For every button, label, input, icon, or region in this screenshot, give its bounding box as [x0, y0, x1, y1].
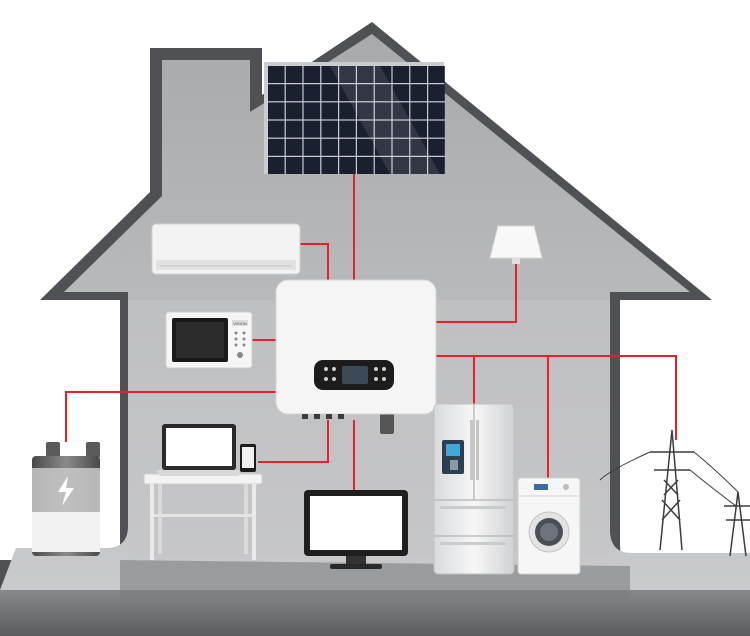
monitor-icon	[304, 490, 408, 569]
solar-cell	[303, 84, 321, 102]
solar-cell	[321, 66, 338, 83]
solar-cell	[339, 120, 356, 138]
solar-cell	[392, 84, 410, 102]
solar-cell	[339, 138, 356, 156]
solar-cell	[428, 157, 445, 174]
wire-laptop	[258, 420, 329, 463]
phone-icon	[240, 444, 256, 472]
solar-cell	[303, 157, 321, 174]
panel-glare	[330, 66, 440, 174]
solar-cell	[410, 138, 427, 156]
solar-cell	[374, 102, 392, 120]
solar-cell	[374, 157, 392, 174]
inverter-icon	[275, 279, 437, 434]
solar-cell	[339, 66, 356, 83]
solar-cell	[410, 84, 427, 102]
solar-cell	[285, 120, 303, 138]
solar-cell	[321, 102, 338, 120]
battery-icon	[32, 442, 100, 556]
solar-cell	[268, 102, 285, 120]
solar-cell	[268, 66, 285, 83]
power-pylon-icon	[599, 429, 750, 557]
solar-cell	[357, 102, 374, 120]
solar-cell	[392, 157, 410, 174]
solar-cell	[339, 84, 356, 102]
solar-cell	[428, 84, 445, 102]
solar-cell	[321, 84, 338, 102]
solar-cell	[392, 102, 410, 120]
solar-cell	[357, 120, 374, 138]
solar-cell	[428, 138, 445, 156]
solar-cell	[285, 102, 303, 120]
solar-cell	[339, 157, 356, 174]
solar-cell	[357, 66, 374, 83]
solar-cell	[268, 120, 285, 138]
laptop-icon	[156, 424, 242, 476]
solar-cell	[392, 66, 410, 83]
solar-cell	[428, 120, 445, 138]
washing-machine-icon	[517, 477, 581, 575]
solar-cell	[303, 66, 321, 83]
solar-cell	[410, 66, 427, 83]
solar-cell	[357, 157, 374, 174]
solar-cell	[285, 157, 303, 174]
refrigerator-icon	[433, 403, 515, 575]
wire-battery	[65, 391, 282, 442]
solar-cell	[410, 157, 427, 174]
microwave-icon: VISION	[165, 311, 253, 369]
wire-lamp	[434, 262, 517, 323]
solar-cell	[339, 102, 356, 120]
solar-cell	[392, 138, 410, 156]
solar-cell	[321, 120, 338, 138]
solar-cell	[374, 84, 392, 102]
solar-cell	[357, 84, 374, 102]
air-conditioner-icon	[151, 223, 301, 275]
solar-cell	[321, 138, 338, 156]
wire-main	[434, 355, 677, 440]
solar-cell	[303, 138, 321, 156]
solar-panel-icon	[264, 62, 445, 174]
solar-cell	[374, 138, 392, 156]
solar-cell	[268, 84, 285, 102]
solar-cell	[268, 157, 285, 174]
solar-cell	[285, 138, 303, 156]
microwave-brand: VISION	[233, 321, 247, 326]
desk-icon	[143, 473, 263, 560]
lamp-icon	[489, 225, 543, 264]
floor	[0, 590, 750, 636]
solar-cell	[357, 138, 374, 156]
solar-cell	[321, 157, 338, 174]
wire-ac	[300, 243, 329, 282]
wiring	[65, 170, 677, 490]
solar-cell	[392, 120, 410, 138]
solar-cell	[410, 102, 427, 120]
solar-cell	[268, 138, 285, 156]
solar-cell	[428, 102, 445, 120]
solar-cell	[374, 120, 392, 138]
solar-cell	[410, 120, 427, 138]
solar-cell	[303, 120, 321, 138]
solar-cell	[374, 66, 392, 83]
solar-cell	[428, 66, 445, 83]
solar-cell	[303, 102, 321, 120]
solar-cell	[285, 84, 303, 102]
solar-cell	[285, 66, 303, 83]
